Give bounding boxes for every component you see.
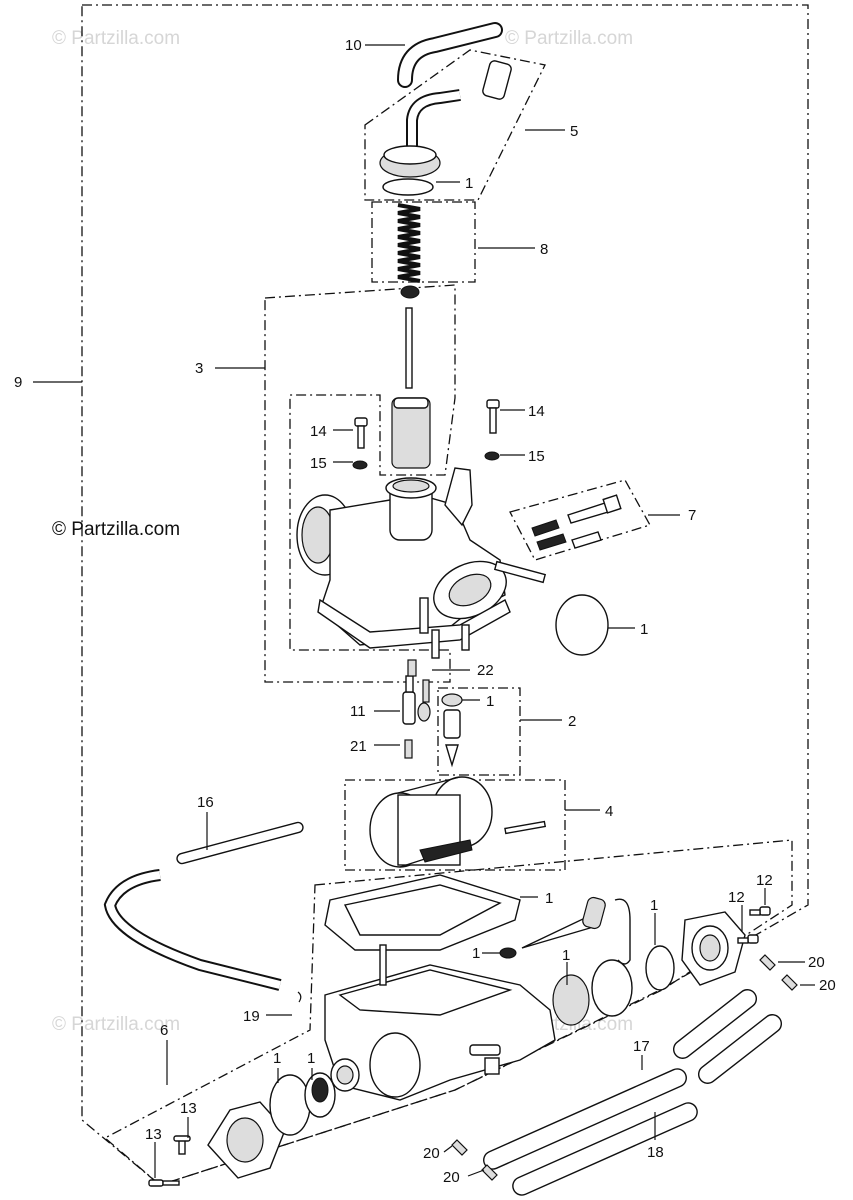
tube-16 <box>176 821 304 865</box>
callout-22: 22 <box>477 662 494 679</box>
tube-18-upper <box>697 1014 783 1084</box>
tube-18-lower <box>512 1102 698 1196</box>
callout-10: 10 <box>345 37 362 54</box>
callout-8: 8 <box>540 241 548 258</box>
callout-4: 4 <box>605 803 613 820</box>
throttle-spring-8 <box>397 203 421 283</box>
screw-13-b <box>148 1179 180 1187</box>
callout-1-float-valve: 1 <box>486 693 494 710</box>
callout-1-washer: 1 <box>472 945 480 962</box>
callout-6: 6 <box>160 1022 168 1039</box>
cap-ring-1 <box>382 178 434 196</box>
slow-jet-21 <box>404 739 413 759</box>
screw-14-left <box>354 417 368 449</box>
clip-20-a <box>759 954 776 971</box>
washer-1 <box>499 947 517 959</box>
clip-19 <box>297 991 302 1003</box>
callout-17: 17 <box>633 1038 650 1055</box>
diaphragm-plate <box>552 974 590 1026</box>
sleeve-part-5 <box>482 60 512 100</box>
callout-1-cover-gasket: 1 <box>273 1050 281 1067</box>
clip-20-b <box>781 974 798 991</box>
callout-1-cap-ring: 1 <box>465 175 473 192</box>
callout-11: 11 <box>350 703 366 720</box>
group-boundary-4 <box>344 779 566 871</box>
callout-1-gasket: 1 <box>545 890 553 907</box>
cover-plate <box>207 1101 286 1179</box>
callout-20-a: 20 <box>808 954 825 971</box>
callout-15-right: 15 <box>528 448 545 465</box>
diaphragm-1-bottom <box>304 1072 336 1118</box>
leader-lines <box>33 44 815 1178</box>
callout-12-b: 12 <box>728 889 745 906</box>
callout-2: 2 <box>568 713 576 730</box>
screw-13-a <box>173 1135 191 1155</box>
diaphragm-disc-1 <box>591 959 633 1017</box>
clip-20-c <box>451 1139 468 1156</box>
callout-3: 3 <box>195 360 203 377</box>
group-boundary-5 <box>364 49 546 201</box>
callout-18: 18 <box>647 1144 664 1161</box>
callout-1-diaphragm: 1 <box>307 1050 315 1067</box>
needle-clip-3 <box>400 285 420 299</box>
screw-12-b <box>737 934 759 944</box>
callout-13-a: 13 <box>180 1100 197 1117</box>
o-ring-1-large <box>555 594 609 656</box>
float-assembly-4 <box>369 776 547 868</box>
pilot-screw-set-7 <box>531 494 622 551</box>
main-jet-22 <box>422 679 430 703</box>
jet-needle-3 <box>405 307 413 389</box>
ring-1-right <box>645 945 675 991</box>
callout-14-right: 14 <box>528 403 545 420</box>
watermark-top-left: © Partzilla.com <box>52 28 180 49</box>
screw-12-a <box>749 906 771 916</box>
callout-1-diaphragm-plate: 1 <box>562 947 570 964</box>
group-boundary-7 <box>509 479 651 561</box>
carburetor-body <box>296 467 547 659</box>
o-ring-15-left <box>352 460 368 470</box>
needle-jet-11 <box>402 675 431 725</box>
callout-21: 21 <box>350 738 367 755</box>
callout-15-left: 15 <box>310 455 327 472</box>
callout-7: 7 <box>688 507 696 524</box>
callout-16: 16 <box>197 794 214 811</box>
clip-20-d <box>481 1164 498 1181</box>
group-boundary-3 <box>264 284 456 683</box>
watermark-bottom-left: © Partzilla.com <box>52 1014 180 1035</box>
group-boundary-6 <box>103 839 793 1186</box>
diaphragm-cover <box>681 911 746 986</box>
vent-tube-19 <box>103 869 282 991</box>
callout-13-b: 13 <box>145 1126 162 1143</box>
o-ring-15-right <box>484 451 500 461</box>
callout-1-o-ring: 1 <box>640 621 648 638</box>
float-chamber-6 <box>324 944 556 1101</box>
group-boundary-2 <box>437 687 521 776</box>
group-boundary-8 <box>371 201 476 283</box>
callout-19: 19 <box>243 1008 260 1025</box>
screw-14-right <box>486 399 500 434</box>
callout-1-ring-right: 1 <box>650 897 658 914</box>
cover-gasket-1 <box>269 1074 311 1136</box>
float-valve-seat-2 <box>441 693 463 707</box>
tube-17-lower <box>483 1068 687 1170</box>
callout-20-b: 20 <box>819 977 836 994</box>
callout-12-a: 12 <box>756 872 773 889</box>
screw-with-spring <box>521 896 606 949</box>
watermark-middle-left: © Partzilla.com <box>52 519 180 540</box>
tube-17-upper <box>672 989 758 1059</box>
watermark-top-right: © Partzilla.com <box>505 28 633 49</box>
callout-9: 9 <box>14 374 22 391</box>
assembly-boundary-9 <box>81 4 809 1186</box>
callout-5: 5 <box>570 123 578 140</box>
callout-20-c: 20 <box>423 1145 440 1162</box>
callout-20-d: 20 <box>443 1169 460 1186</box>
spring-clip-1 <box>614 898 631 965</box>
callout-14-left: 14 <box>310 423 327 440</box>
